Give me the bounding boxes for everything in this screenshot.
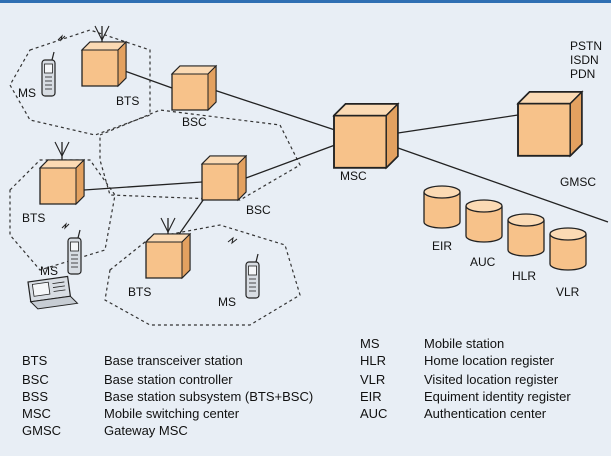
legend-abbr: EIR bbox=[360, 389, 382, 404]
ms-mid-label: MS bbox=[40, 264, 58, 278]
link-bts-bottom-bsc-mid bbox=[174, 195, 207, 241]
link-msc-vlr bbox=[397, 147, 609, 223]
legend-desc: Mobile station bbox=[424, 336, 504, 351]
bsc-top-box bbox=[171, 65, 217, 111]
legend-abbr: AUC bbox=[360, 406, 387, 421]
link-bsc-mid-msc bbox=[245, 144, 336, 179]
legend-abbr: MSC bbox=[22, 406, 51, 421]
auc-database-icon bbox=[465, 199, 503, 243]
pstn-label: PSTN bbox=[570, 39, 602, 53]
legend-abbr: BSC bbox=[22, 372, 49, 387]
bts-bottom-label: BTS bbox=[128, 285, 151, 299]
legend: BTS Base transceiver station BSC Base st… bbox=[22, 336, 571, 438]
cell-top-left bbox=[9, 29, 151, 136]
mobile-phone-icon bbox=[41, 51, 56, 97]
bts-mid-label: BTS bbox=[22, 211, 45, 225]
msc-box bbox=[333, 103, 399, 169]
legend-desc: Visited location register bbox=[424, 372, 559, 387]
radio-waves bbox=[57, 34, 238, 245]
pdn-label: PDN bbox=[570, 67, 595, 81]
ms-bottom-label: MS bbox=[218, 295, 236, 309]
vlr-database-icon bbox=[549, 227, 587, 271]
legend-desc: Home location register bbox=[424, 353, 555, 368]
ms-top-label: MS bbox=[18, 86, 36, 100]
legend-abbr: BTS bbox=[22, 353, 48, 368]
isdn-label: ISDN bbox=[570, 53, 599, 67]
legend-abbr: BSS bbox=[22, 389, 48, 404]
link-bsc-top-msc bbox=[213, 89, 336, 131]
auc-label: AUC bbox=[470, 255, 496, 269]
top-band bbox=[0, 0, 611, 3]
bsc-top-label: BSC bbox=[182, 115, 207, 129]
link-msc-gmsc bbox=[397, 114, 519, 134]
bts-top-box bbox=[81, 41, 127, 87]
legend-desc: Base transceiver station bbox=[104, 353, 243, 368]
radio-wave-left bbox=[61, 222, 70, 230]
gmsc-box bbox=[517, 91, 583, 157]
vlr-label: VLR bbox=[556, 285, 580, 299]
legend-abbr: HLR bbox=[360, 353, 386, 368]
laptop-icon bbox=[27, 275, 79, 310]
radio-wave-top bbox=[57, 34, 66, 42]
eir-database-icon bbox=[423, 185, 461, 229]
mobile-phone-icon bbox=[245, 253, 260, 299]
cell-middle bbox=[99, 109, 301, 201]
legend-abbr: GMSC bbox=[22, 423, 61, 438]
gmsc-label: GMSC bbox=[560, 175, 596, 189]
bts-mid-box bbox=[39, 159, 85, 205]
link-bts-top-bsc-top bbox=[121, 69, 173, 89]
mobile-phone-icon bbox=[67, 229, 82, 275]
bsc-mid-label: BSC bbox=[246, 203, 271, 217]
cell-bottom bbox=[104, 224, 301, 326]
legend-abbr: VLR bbox=[360, 372, 385, 387]
msc-label: MSC bbox=[340, 169, 367, 183]
hlr-database-icon bbox=[507, 213, 545, 257]
link-bts-mid-bsc-mid bbox=[83, 181, 203, 191]
legend-desc: Mobile switching center bbox=[104, 406, 240, 421]
bts-bottom-box bbox=[145, 233, 191, 279]
legend-abbr: MS bbox=[360, 336, 380, 351]
legend-desc: Gateway MSC bbox=[104, 423, 188, 438]
antenna-icon bbox=[54, 141, 70, 161]
links bbox=[83, 69, 609, 241]
bts-top-label: BTS bbox=[116, 94, 139, 108]
hlr-label: HLR bbox=[512, 269, 536, 283]
eir-label: EIR bbox=[432, 239, 452, 253]
legend-desc: Authentication center bbox=[424, 406, 547, 421]
legend-desc: Equiment identity register bbox=[424, 389, 571, 404]
legend-desc: Base station controller bbox=[104, 372, 233, 387]
bsc-mid-box bbox=[201, 155, 247, 201]
legend-desc: Base station subsystem (BTS+BSC) bbox=[104, 389, 313, 404]
antenna-icon bbox=[94, 25, 110, 45]
radio-wave-bottom bbox=[227, 236, 238, 245]
